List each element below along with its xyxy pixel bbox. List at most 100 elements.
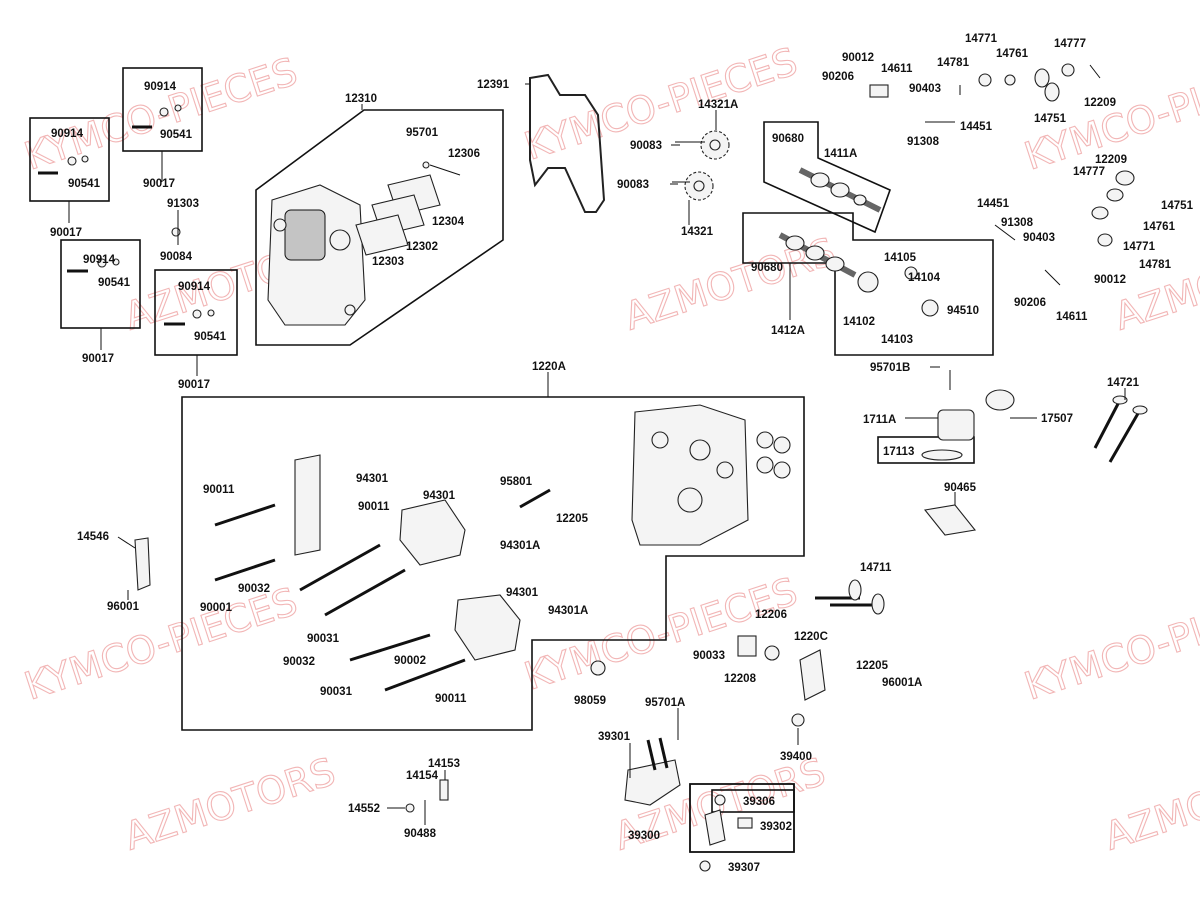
- part-label: 90541: [68, 178, 101, 190]
- camshaft-holders: [294, 454, 521, 661]
- part-label: 96001A: [882, 677, 922, 689]
- part-1220C: [799, 649, 826, 701]
- part-label: 90541: [98, 277, 131, 289]
- part-label: 39300: [628, 830, 660, 842]
- part-label: 12209: [1084, 97, 1116, 109]
- part-label: 12205: [856, 660, 889, 672]
- watermark: AZMOTORS: [1099, 749, 1200, 858]
- part-label: 14711: [860, 562, 892, 574]
- part-label: 14154: [406, 770, 439, 782]
- part-12206: [764, 645, 780, 661]
- part-label: 12310: [345, 93, 377, 105]
- part-label: 14105: [884, 252, 917, 264]
- cylinder-head-box-1220A: [181, 396, 805, 731]
- part-label: 14153: [428, 758, 460, 770]
- part-label: 90403: [909, 83, 941, 95]
- part-label: 90541: [194, 331, 227, 343]
- part-label: 14451: [960, 121, 993, 133]
- part-label: 94510: [947, 305, 979, 317]
- intake-manifold-1711A: [921, 370, 1015, 461]
- part-label: 14781: [937, 57, 970, 69]
- part-label: 1220C: [794, 631, 828, 643]
- pipe-39301: [624, 737, 681, 806]
- parts-layer: [38, 63, 1148, 872]
- part-label: 90206: [1014, 297, 1046, 309]
- bolt-box-parts: [38, 104, 215, 326]
- part-label: 1711A: [863, 414, 896, 426]
- part-label: 39307: [728, 862, 760, 874]
- part-label: 90680: [751, 262, 783, 274]
- part-label: 91308: [907, 136, 940, 148]
- part-label: 90017: [143, 178, 175, 190]
- part-label: 90541: [160, 129, 193, 141]
- camshaft-1411A: [798, 167, 882, 213]
- part-label: 95801: [500, 476, 533, 488]
- watermark: KYMCO-PIECES: [19, 579, 302, 708]
- cylinder-head-cover-box: [255, 109, 504, 346]
- part-label: 12205: [556, 513, 589, 525]
- part-label: 90914: [83, 254, 116, 266]
- gasket-90465: [923, 504, 977, 536]
- part-label: 90914: [178, 281, 211, 293]
- part-label: 12306: [448, 148, 480, 160]
- part-label: 90403: [1023, 232, 1055, 244]
- part-label: 90084: [160, 251, 193, 263]
- part-label: 12209: [1095, 154, 1127, 166]
- part-label: 14761: [1143, 221, 1176, 233]
- part-label: 14102: [843, 316, 875, 328]
- part-label: 90012: [842, 52, 874, 64]
- watermark: KYMCO-PIECES: [519, 569, 802, 698]
- camshaft-box-1412A: [742, 212, 994, 356]
- part-label: 94301: [356, 473, 389, 485]
- part-label: 14451: [977, 198, 1010, 210]
- part-label: 14611: [1056, 311, 1088, 323]
- part-label: 90017: [82, 353, 114, 365]
- bracket-14546: [134, 537, 151, 591]
- part-label: 39302: [760, 821, 792, 833]
- sensor-98059: [590, 660, 606, 676]
- part-label: 90488: [404, 828, 437, 840]
- part-label: 14546: [77, 531, 109, 543]
- part-label: 94301A: [548, 605, 588, 617]
- part-label: 90011: [435, 693, 467, 705]
- part-label: 12208: [724, 673, 757, 685]
- part-label: 14777: [1073, 166, 1105, 178]
- part-label: 14321: [681, 226, 714, 238]
- part-label: 90031: [307, 633, 340, 645]
- part-label: 90465: [944, 482, 977, 494]
- rocker-arm-parts-right: [994, 170, 1135, 286]
- part-label: 14781: [1139, 259, 1172, 271]
- part-label: 90011: [203, 484, 235, 496]
- part-labels: 12310 12391 14321A 14321 90083 90083 957…: [50, 33, 1194, 874]
- part-label: 98059: [574, 695, 606, 707]
- part-label: 17113: [883, 446, 914, 458]
- part-label: 90011: [358, 501, 390, 513]
- camshaft-box-1411A: [763, 121, 892, 234]
- part-label: 12304: [432, 216, 465, 228]
- part-label: 14771: [965, 33, 998, 45]
- part-label: 14611: [881, 63, 913, 75]
- part-label: 14552: [348, 803, 380, 815]
- part-label: 95701A: [645, 697, 685, 709]
- rocker-arm-parts-top: [869, 63, 1101, 123]
- part-label: 39301: [598, 731, 631, 743]
- part-label: 39400: [780, 751, 812, 763]
- part-label: 91308: [1001, 217, 1034, 229]
- part-label: 95701: [406, 127, 439, 139]
- head-cover-gasket-12391: [529, 73, 606, 213]
- part-label: 90012: [1094, 274, 1126, 286]
- part-label: 39306: [743, 796, 775, 808]
- watermark: AZMOTORS: [619, 229, 840, 338]
- part-12208: [737, 635, 757, 657]
- part-label: 12303: [372, 256, 404, 268]
- sensor-box-39300-frame: [689, 783, 795, 853]
- part-label: 96001: [107, 601, 140, 613]
- cover-gasket-plates: [355, 161, 461, 256]
- bolt-box: [154, 269, 238, 356]
- head-bolts: [214, 488, 551, 692]
- part-label: 90914: [51, 128, 84, 140]
- part-label: 90914: [144, 81, 177, 93]
- part-label: 1220A: [532, 361, 566, 373]
